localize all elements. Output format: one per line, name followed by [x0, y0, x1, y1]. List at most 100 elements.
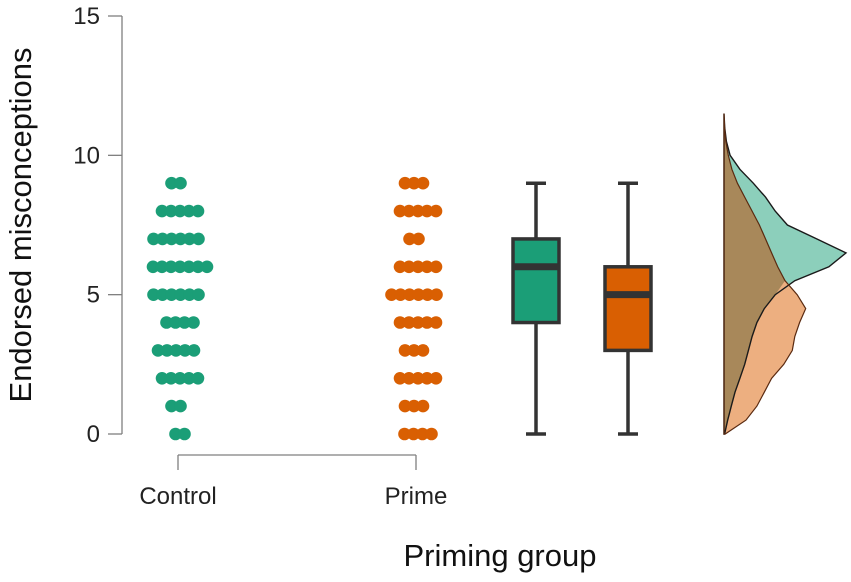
- y-tick-label: 15: [73, 3, 100, 30]
- y-tick-label: 10: [73, 142, 100, 169]
- data-point-prime: [416, 344, 430, 357]
- density-clouds: [723, 113, 848, 435]
- data-point-prime: [420, 204, 434, 218]
- boxplot-control: [511, 181, 561, 436]
- data-point-control: [147, 232, 160, 246]
- data-point-control: [155, 204, 169, 218]
- data-point-control: [160, 316, 173, 329]
- data-point-prime: [429, 204, 443, 218]
- x-axis-title: Priming group: [404, 538, 597, 573]
- data-point-prime: [411, 372, 425, 385]
- density-control: [724, 113, 846, 434]
- data-point-control: [155, 260, 169, 274]
- y-tick-label: 5: [87, 282, 100, 309]
- box-iqr: [603, 265, 653, 353]
- data-point-control: [200, 260, 214, 274]
- data-point-prime: [411, 316, 425, 329]
- data-point-control: [182, 372, 196, 385]
- boxplot-prime: [603, 181, 653, 436]
- data-point-prime: [412, 232, 425, 246]
- data-point-control: [173, 260, 187, 274]
- data-point-control: [169, 344, 183, 357]
- data-point-control: [165, 399, 178, 413]
- data-point-prime: [403, 232, 416, 246]
- data-point-control: [182, 260, 196, 274]
- data-point-prime: [393, 204, 407, 218]
- y-axis-title: Endorsed misconceptions: [3, 48, 38, 403]
- data-point-control: [164, 372, 178, 385]
- y-axis: 0 5 10 15: [73, 3, 123, 448]
- data-point-control: [147, 288, 160, 302]
- data-point-control: [182, 204, 196, 218]
- density-control-outline: [723, 113, 848, 435]
- data-point-control: [191, 204, 205, 218]
- data-point-prime: [393, 260, 407, 274]
- data-point-prime: [430, 288, 443, 302]
- data-point-control: [173, 372, 187, 385]
- data-point-prime: [420, 316, 434, 329]
- data-point-prime: [398, 399, 412, 413]
- data-point-prime: [403, 288, 416, 302]
- data-point-control: [160, 344, 174, 357]
- data-point-prime: [425, 427, 438, 441]
- x-tick-label: Prime: [385, 483, 448, 510]
- jitter-points: [146, 176, 443, 441]
- data-point-control: [151, 344, 165, 357]
- data-point-prime: [407, 344, 421, 357]
- boxplots: [511, 181, 653, 436]
- data-point-prime: [393, 372, 407, 385]
- data-point-prime: [407, 176, 421, 190]
- data-point-control: [156, 288, 169, 302]
- data-point-prime: [402, 204, 416, 218]
- data-point-control: [183, 232, 196, 246]
- data-point-prime: [429, 260, 443, 274]
- box-iqr: [511, 237, 561, 325]
- data-point-prime: [412, 288, 425, 302]
- data-point-prime: [393, 316, 407, 329]
- data-point-control: [155, 372, 169, 385]
- density-overlap: [724, 113, 785, 434]
- data-point-control: [192, 232, 205, 246]
- data-point-control: [183, 288, 196, 302]
- data-point-control: [174, 176, 187, 190]
- data-point-prime: [420, 372, 434, 385]
- data-point-control: [164, 204, 178, 218]
- data-point-prime: [407, 427, 420, 441]
- data-point-control: [156, 232, 169, 246]
- data-point-prime: [398, 344, 412, 357]
- data-point-control: [178, 427, 191, 441]
- data-point-prime: [402, 372, 416, 385]
- data-point-control: [187, 344, 201, 357]
- data-point-prime: [407, 399, 421, 413]
- data-point-prime: [411, 204, 425, 218]
- data-point-prime: [402, 316, 416, 329]
- data-point-prime: [421, 288, 434, 302]
- data-point-control: [169, 427, 182, 441]
- data-point-control: [178, 344, 192, 357]
- data-point-prime: [394, 288, 407, 302]
- data-point-control: [174, 399, 187, 413]
- data-point-control: [191, 260, 205, 274]
- data-point-control: [191, 372, 205, 385]
- y-tick-label: 0: [87, 421, 100, 448]
- data-point-control: [169, 316, 182, 329]
- data-point-prime: [402, 260, 416, 274]
- data-point-control: [165, 176, 178, 190]
- data-point-prime: [416, 176, 430, 190]
- data-point-control: [178, 316, 191, 329]
- data-point-control: [146, 260, 160, 274]
- data-point-prime: [420, 260, 434, 274]
- data-point-control: [174, 232, 187, 246]
- data-point-control: [173, 204, 187, 218]
- data-point-control: [187, 316, 200, 329]
- data-point-prime: [398, 176, 412, 190]
- data-point-prime: [385, 288, 398, 302]
- data-point-control: [165, 288, 178, 302]
- data-point-control: [192, 288, 205, 302]
- data-point-prime: [416, 399, 430, 413]
- data-point-control: [174, 288, 187, 302]
- data-point-control: [164, 260, 178, 274]
- data-point-control: [165, 232, 178, 246]
